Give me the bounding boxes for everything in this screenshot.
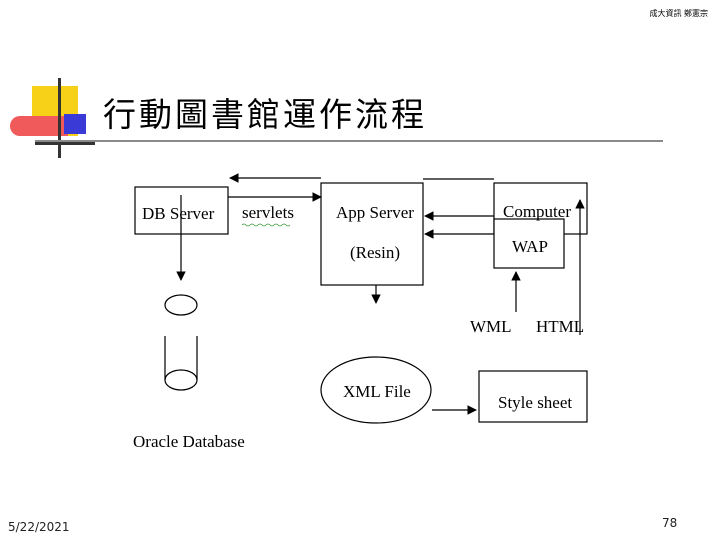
label-resin: (Resin) [350,243,400,262]
label-html: HTML [536,317,584,336]
page-number: 78 [662,516,678,530]
label-xml-file: XML File [343,382,411,401]
servlets-underline [241,223,291,227]
footer-date: 5/22/2021 [8,520,70,534]
label-computer: Computer [503,202,571,221]
decoration-vertical-line [58,78,61,158]
header-note: 成大資訊 鄭憲宗 [649,9,708,18]
label-wml: WML [470,317,512,336]
database-cylinder-icon [164,294,198,391]
slide-title: 行動圖書館運作流程 [103,95,427,134]
decoration-red-bar [10,116,68,136]
app-server-box [320,182,424,286]
style-sheet-box [478,370,588,423]
decoration-horizontal-line [35,142,95,145]
label-servlets: servlets [242,203,294,222]
xml-file-ellipse [320,356,432,424]
label-db-server: DB Server [142,204,215,223]
label-app-server: App Server [336,203,414,222]
label-style-sheet: Style sheet [498,393,572,412]
wap-box [493,218,565,269]
decoration-blue-square [64,114,86,134]
label-wap: WAP [512,237,548,256]
title-rule [35,140,663,142]
label-oracle-database: Oracle Database [133,432,245,451]
